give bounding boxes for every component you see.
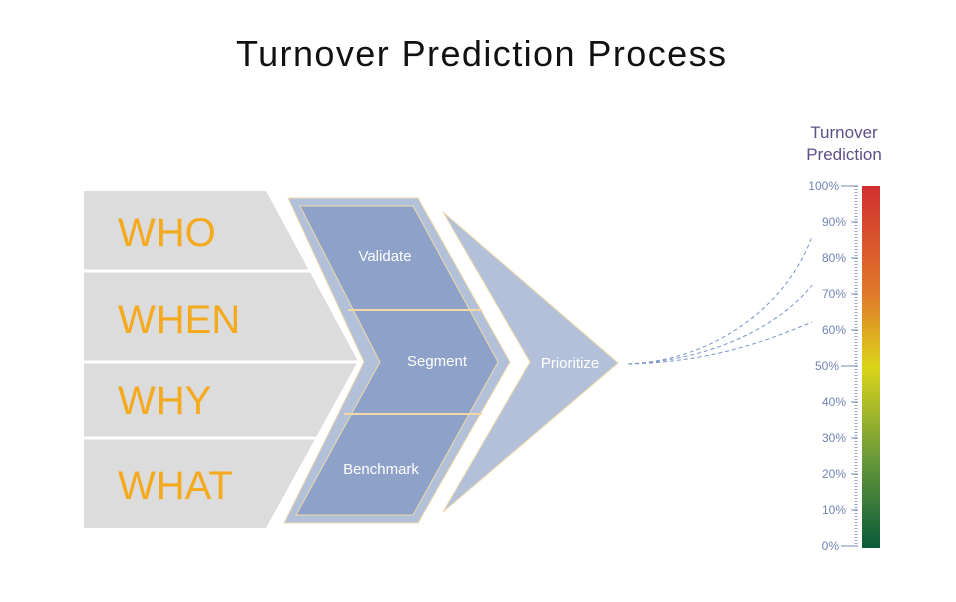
connector-line (627, 235, 813, 365)
scale-tick-label: 20% (822, 467, 846, 481)
turnover-scale: Turnover Prediction 100% 90% 80% 70% 60% 50% 4… (806, 123, 882, 553)
question-who: WHO (118, 211, 216, 255)
scale-tick-label: 50% (815, 359, 839, 373)
steps-chevron: Validate Segment Benchmark (283, 197, 511, 524)
scale-title-line2: Prediction (806, 145, 882, 164)
step-prioritize: Prioritize (541, 355, 599, 372)
step-segment: Segment (407, 353, 468, 370)
page-title: Turnover Prediction Process (236, 33, 726, 74)
scale-tick-label: 90% (822, 215, 846, 229)
scale-tick-label: 30% (822, 431, 846, 445)
scale-title-line1: Turnover (810, 123, 878, 142)
question-why: WHY (118, 379, 211, 423)
connector-line (627, 321, 813, 365)
scale-tick-label: 70% (822, 287, 846, 301)
scale-tick-label: 10% (822, 503, 846, 517)
scale-tick-label: 40% (822, 395, 846, 409)
scale-tick-label: 100% (808, 179, 839, 193)
prioritize-chevron: Prioritize (442, 211, 619, 513)
question-when: WHEN (118, 298, 240, 342)
questions-chevron: WHO WHEN WHY WHAT (84, 191, 370, 528)
question-what: WHAT (118, 464, 233, 508)
step-benchmark: Benchmark (343, 461, 419, 478)
step-validate: Validate (358, 248, 411, 265)
connector-line (627, 284, 813, 365)
heat-bar (862, 186, 880, 548)
scale-tick-label: 80% (822, 251, 846, 265)
scale-tick-label: 60% (822, 323, 846, 337)
prediction-connectors (627, 235, 813, 365)
scale-tick-label: 0% (822, 539, 840, 553)
